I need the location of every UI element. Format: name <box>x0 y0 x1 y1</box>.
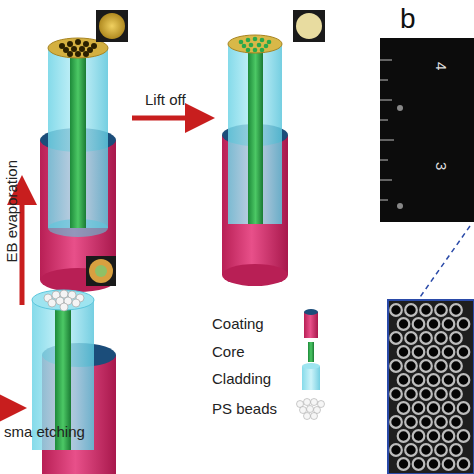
sem-hole <box>435 332 447 344</box>
sem-hole <box>398 402 410 414</box>
panel-letter: b <box>400 4 416 35</box>
sem-hole <box>420 416 432 428</box>
step-label: Lift off <box>145 92 186 109</box>
legend-text: Core <box>212 344 245 361</box>
sem-hole <box>390 332 402 344</box>
process-arrow <box>132 116 200 121</box>
sem-hole <box>420 332 432 344</box>
process-arrow <box>20 190 25 305</box>
sem-hole <box>450 388 462 400</box>
ruler-ticks <box>380 60 394 200</box>
sem-hole <box>435 416 447 428</box>
sem-hole <box>398 430 410 442</box>
sem-hole <box>390 304 402 316</box>
sem-hole <box>390 388 402 400</box>
sem-hole <box>458 374 470 386</box>
sem-hole <box>428 374 440 386</box>
sem-hole <box>443 374 455 386</box>
sem-hole <box>428 430 440 442</box>
sem-hole <box>413 346 425 358</box>
sem-hole <box>443 430 455 442</box>
ruler-photo <box>380 38 474 222</box>
sem-hole <box>428 318 440 330</box>
sem-hole <box>413 402 425 414</box>
zoom-line <box>418 226 470 300</box>
sem-hole <box>420 360 432 372</box>
sem-hole <box>443 318 455 330</box>
sem-hole <box>435 304 447 316</box>
sem-hole <box>428 458 440 470</box>
ruler-number: 4 <box>433 62 450 70</box>
sem-hole <box>398 318 410 330</box>
step-label: EB evaporation <box>4 160 21 263</box>
legend-text: Coating <box>212 316 264 333</box>
sem-hole <box>405 332 417 344</box>
step-label: sma etching <box>4 424 85 441</box>
sem-hole <box>443 402 455 414</box>
sem-hole <box>420 304 432 316</box>
sem-hole <box>413 374 425 386</box>
sem-hole <box>435 388 447 400</box>
sem-hole <box>390 416 402 428</box>
sem-hole <box>450 360 462 372</box>
sem-hole <box>450 304 462 316</box>
sem-image <box>388 300 474 474</box>
sem-hole <box>405 304 417 316</box>
sem-hole <box>405 416 417 428</box>
sem-hole <box>428 346 440 358</box>
sem-hole <box>435 444 447 456</box>
sem-hole <box>435 360 447 372</box>
fiber-end <box>397 203 403 209</box>
sem-hole <box>443 458 455 470</box>
sem-hole <box>413 430 425 442</box>
sem-hole <box>458 458 470 470</box>
sem-hole <box>405 388 417 400</box>
fiber-evaporated <box>40 10 128 292</box>
ruler-number: 3 <box>433 162 450 170</box>
sem-hole <box>458 318 470 330</box>
sem-hole <box>458 402 470 414</box>
legend-icons <box>297 309 325 420</box>
sem-hole <box>450 416 462 428</box>
fiber-etched <box>32 256 116 474</box>
sem-hole <box>443 346 455 358</box>
sem-hole <box>405 444 417 456</box>
sem-hole <box>420 388 432 400</box>
sem-hole <box>398 346 410 358</box>
sem-hole <box>413 458 425 470</box>
sem-hole <box>413 318 425 330</box>
sem-hole <box>450 332 462 344</box>
sem-hole <box>458 346 470 358</box>
sem-hole <box>420 444 432 456</box>
sem-hole <box>458 430 470 442</box>
fiber-lifted-off <box>222 10 325 286</box>
legend-text: PS beads <box>212 401 277 418</box>
fiber-end <box>397 105 403 111</box>
process-arrow <box>0 406 12 411</box>
sem-hole <box>405 360 417 372</box>
sem-hole <box>428 402 440 414</box>
sem-hole <box>390 360 402 372</box>
sem-hole <box>450 444 462 456</box>
legend-text: Cladding <box>212 371 271 388</box>
sem-hole <box>398 458 410 470</box>
sem-hole <box>398 374 410 386</box>
sem-hole <box>390 444 402 456</box>
